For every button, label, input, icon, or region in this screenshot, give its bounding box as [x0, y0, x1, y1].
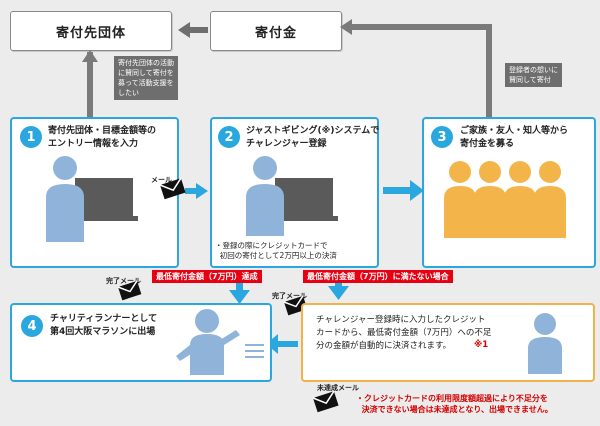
mail-label-complete-right: 完了メール [272, 292, 307, 300]
connector-step3-to-donation [345, 24, 492, 120]
mail-label-unachieved: 未達成メール [317, 384, 359, 392]
arrow-step1-to-step2 [196, 183, 208, 199]
supporter-tag: 登録者の想いに 賛同して寄付 [505, 63, 562, 87]
step-4-number: 4 [21, 315, 43, 337]
person-icon [528, 313, 562, 374]
condition-not-achieved-tag: 最低寄付金額（7万円）に満たない場合 [303, 270, 453, 283]
step-1-number: 1 [20, 126, 42, 148]
step-1-text: 寄付先団体・目標金額等の エントリー情報を入力 [48, 126, 157, 149]
fallback-payment-text: チャレンジャー登録時に入力したクレジット カードから、最低寄付金額（7万円）への… [316, 315, 492, 351]
step-2-note: ・登録の際にクレジットカードで 初回の寄付として2万円以上の決済 [215, 241, 337, 260]
speed-lines-icon [245, 344, 264, 358]
organization-wish-tag: 寄付先団体の活動 に賛同して寄付を 募って活動支援を したい [114, 56, 178, 100]
mail-label-step1: メール [151, 176, 172, 184]
arrow-step2-to-step3 [383, 187, 413, 194]
arrow-fallback-to-step4 [276, 341, 298, 347]
donation-box: 寄付金 [210, 11, 342, 51]
arrow-donation-to-organization [178, 22, 208, 38]
step-3-number: 3 [431, 126, 453, 148]
footnote-text: ・クレジットカードの利用限度額超過により不足分を 決済できない場合は未達成となり… [356, 394, 553, 414]
mail-label-complete-left: 完了メール [106, 277, 141, 285]
step-4-text: チャリティランナーとして 第4回大阪マラソンに出場 [50, 314, 158, 337]
person-at-computer-icon [246, 156, 338, 236]
step-4-panel [10, 303, 272, 382]
recipient-organization-box: 寄付先団体 [10, 11, 172, 51]
step-2-number: 2 [218, 126, 240, 148]
runner-icon [176, 309, 240, 375]
donation-label: 寄付金 [254, 25, 297, 41]
step-3-text: ご家族・友人・知人等から 寄付金を募る [460, 126, 569, 149]
step-2-text: ジャストギビング(※)システムで チャレンジャー登録 [246, 126, 380, 149]
condition-achieved-tag: 最低寄付金額（7万円）達成 [152, 270, 262, 283]
fallback-footnote-mark: ※1 [474, 340, 489, 350]
person-at-computer-icon [46, 156, 138, 242]
group-of-people-icon [444, 161, 566, 238]
recipient-organization-label: 寄付先団体 [55, 25, 126, 41]
